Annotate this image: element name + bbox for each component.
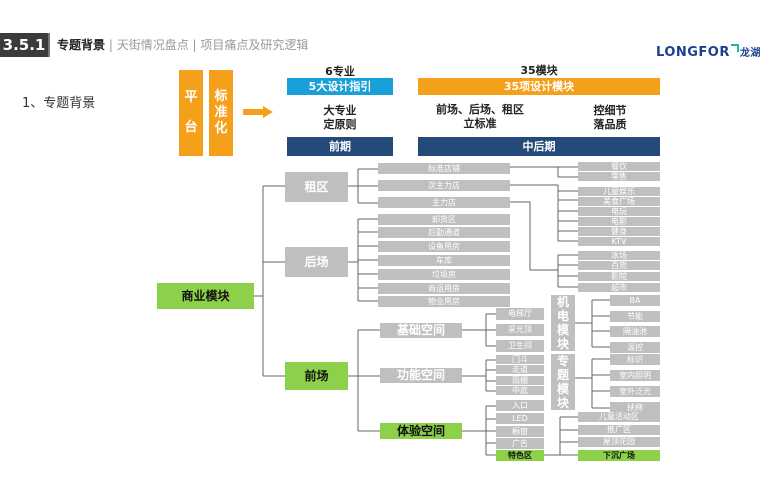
experience-item-feature-zone: 特色区 bbox=[496, 450, 544, 461]
feature-item: 儿童活动区 bbox=[578, 412, 660, 422]
standardization-box: 标 准 化 bbox=[209, 70, 233, 156]
experience-item: 橱窗 bbox=[496, 426, 544, 437]
back-item: 设备用房 bbox=[378, 241, 510, 252]
mep-module-char: 块 bbox=[556, 337, 569, 351]
special-module: 专 题 模 块 bbox=[551, 354, 575, 410]
platform-char: 台 bbox=[184, 120, 198, 135]
front-group-experience: 体验空间 bbox=[380, 423, 462, 439]
branch-front-of-house: 前场 bbox=[285, 362, 348, 390]
platform-box: 平 台 bbox=[179, 70, 203, 156]
logo-cn: 龙湖 bbox=[739, 48, 760, 59]
logo-mark-icon bbox=[730, 44, 739, 52]
front-group-basic: 基础空间 bbox=[380, 323, 462, 338]
mep-module-char: 机 bbox=[556, 295, 569, 309]
section-title: 专题背景 | 天街情况盘点 | 项目痛点及研究逻辑 bbox=[57, 36, 308, 53]
basic-item: 采光顶 bbox=[496, 324, 544, 336]
secondary-anchor-item: 健身 bbox=[578, 227, 660, 236]
logo-text: LONGFOR bbox=[656, 45, 730, 60]
special-item: 室外泛光 bbox=[610, 386, 660, 397]
later-desc-line: 落品质 bbox=[593, 118, 627, 131]
experience-item: LED bbox=[496, 413, 544, 424]
function-item: 门斗 bbox=[496, 355, 544, 364]
mep-module-char: 电 bbox=[556, 309, 569, 323]
mep-item: BA bbox=[610, 295, 660, 306]
early-desc: 大专业 定原则 bbox=[287, 104, 393, 132]
mep-module-char: 模 bbox=[556, 323, 569, 337]
front-group-function: 功能空间 bbox=[380, 368, 462, 383]
secondary-anchor-item: KTV bbox=[578, 237, 660, 246]
special-module-char: 模 bbox=[556, 382, 569, 396]
experience-item: 入口 bbox=[496, 400, 544, 411]
anchor-item: 百货 bbox=[578, 261, 660, 270]
secondary-anchor-item: 电影 bbox=[578, 217, 660, 226]
secondary-anchor-item: 美食广场 bbox=[578, 197, 660, 206]
subheading: 1、专题背景 bbox=[22, 96, 96, 111]
secondary-anchor-item: 电玩 bbox=[578, 207, 660, 216]
experience-item: 广告 bbox=[496, 438, 544, 449]
standard-shop-item: 餐饮 bbox=[578, 162, 660, 171]
early-desc-line: 大专业 bbox=[323, 104, 357, 117]
section-number: 3.5.1 bbox=[0, 33, 50, 57]
right-arrow-icon bbox=[243, 106, 273, 118]
standardization-char: 标 bbox=[214, 89, 228, 104]
early-count-label: 6专业 bbox=[325, 65, 355, 78]
feature-item: 推广区 bbox=[578, 425, 660, 435]
anchor-item: 影院 bbox=[578, 272, 660, 281]
mep-item: 隔油池 bbox=[610, 326, 660, 337]
rent-item: 标准店铺 bbox=[378, 163, 510, 174]
function-item: 走道 bbox=[496, 365, 544, 374]
early-phase-bar: 前期 bbox=[287, 137, 393, 156]
later-desc-standards: 前场、后场、租区 立标准 bbox=[420, 103, 540, 131]
feature-item-sunken-plaza: 下沉广场 bbox=[578, 450, 660, 461]
standard-shop-item: 零售 bbox=[578, 172, 660, 181]
function-item: 中庭 bbox=[496, 386, 544, 395]
early-banner: 5大设计指引 bbox=[287, 78, 393, 95]
section-breadcrumb: | 天街情况盘点 | 项目痛点及研究逻辑 bbox=[105, 38, 309, 52]
later-phase-bar: 中后期 bbox=[418, 137, 660, 156]
basic-item: 卫生间 bbox=[496, 340, 544, 352]
root-commercial-module: 商业模块 bbox=[157, 283, 254, 309]
platform-char: 平 bbox=[184, 90, 198, 105]
special-module-char: 题 bbox=[556, 368, 569, 382]
standardization-char: 化 bbox=[214, 121, 228, 136]
longfor-logo: LONGFOR 龙湖 bbox=[656, 44, 760, 60]
later-desc-quality: 控细节 落品质 bbox=[570, 104, 650, 132]
branch-rent-area: 租区 bbox=[285, 172, 348, 202]
back-item: 商运用房 bbox=[378, 283, 510, 294]
standardization-char: 准 bbox=[214, 105, 228, 120]
back-item: 卸货区 bbox=[378, 214, 510, 225]
mep-module: 机 电 模 块 bbox=[551, 295, 575, 351]
rent-item: 次主力店 bbox=[378, 180, 510, 191]
mep-item: 节能 bbox=[610, 311, 660, 322]
anchor-item: 超市 bbox=[578, 283, 660, 292]
later-desc-line: 控细节 bbox=[593, 104, 627, 117]
special-module-char: 块 bbox=[556, 396, 569, 410]
secondary-anchor-item: 儿童娱乐 bbox=[578, 187, 660, 196]
back-item: 后勤通道 bbox=[378, 227, 510, 238]
back-item: 垃圾房 bbox=[378, 269, 510, 280]
branch-back-of-house: 后场 bbox=[285, 247, 348, 277]
later-banner: 35项设计模块 bbox=[418, 78, 660, 95]
anchor-item: 冰场 bbox=[578, 251, 660, 260]
function-item: 雨棚 bbox=[496, 376, 544, 385]
section-title-main: 专题背景 bbox=[57, 38, 106, 52]
special-item: 标识 bbox=[610, 354, 660, 365]
basic-item: 电梯厅 bbox=[496, 308, 544, 320]
special-item: 室内照明 bbox=[610, 370, 660, 381]
back-item: 车库 bbox=[378, 255, 510, 266]
later-desc-line: 前场、后场、租区 bbox=[436, 103, 524, 116]
mep-item: 温控 bbox=[610, 342, 660, 353]
later-count-label: 35模块 bbox=[520, 64, 558, 77]
special-item: 扶梯 bbox=[610, 402, 660, 413]
rent-item: 主力店 bbox=[378, 197, 510, 208]
feature-item: 屋顶花园 bbox=[578, 437, 660, 447]
later-desc-line: 立标准 bbox=[463, 117, 497, 130]
special-module-char: 专 bbox=[556, 354, 569, 368]
back-item: 物业用房 bbox=[378, 296, 510, 307]
early-desc-line: 定原则 bbox=[323, 118, 357, 131]
